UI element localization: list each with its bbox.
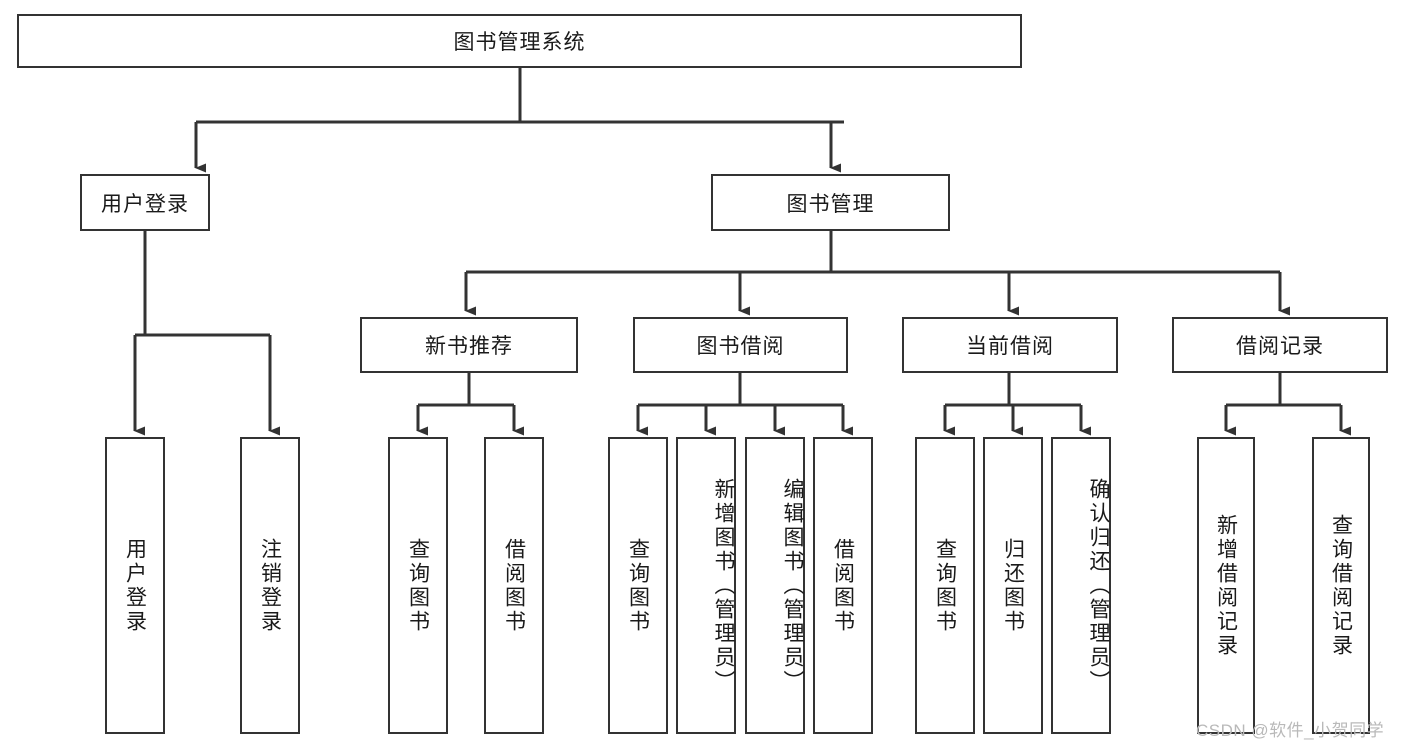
node-leaf[interactable]: 借阅图书	[813, 437, 873, 734]
node-level3[interactable]: 借阅记录	[1172, 317, 1388, 373]
node-leaf[interactable]: 注销登录	[240, 437, 300, 734]
csdn-watermark: CSDN @软件_小贺同学	[1196, 721, 1385, 740]
node-level3[interactable]: 当前借阅	[902, 317, 1118, 373]
node-level3[interactable]: 图书借阅	[633, 317, 848, 373]
node-leaf[interactable]: 查询借阅记录	[1312, 437, 1370, 734]
node-leaf[interactable]: 新增借阅记录	[1197, 437, 1255, 734]
node-root-system[interactable]: 图书管理系统	[17, 14, 1022, 68]
node-leaf[interactable]: 新增图书（管理员）	[676, 437, 736, 734]
node-leaf[interactable]: 查询图书	[915, 437, 975, 734]
node-leaf[interactable]: 确认归还（管理员）	[1051, 437, 1111, 734]
node-leaf[interactable]: 借阅图书	[484, 437, 544, 734]
node-level2[interactable]: 图书管理	[711, 174, 950, 231]
node-leaf[interactable]: 查询图书	[608, 437, 668, 734]
node-leaf[interactable]: 编辑图书（管理员）	[745, 437, 805, 734]
node-leaf[interactable]: 查询图书	[388, 437, 448, 734]
node-leaf[interactable]: 用户登录	[105, 437, 165, 734]
node-level2[interactable]: 用户登录	[80, 174, 210, 231]
node-level3[interactable]: 新书推荐	[360, 317, 578, 373]
node-leaf[interactable]: 归还图书	[983, 437, 1043, 734]
